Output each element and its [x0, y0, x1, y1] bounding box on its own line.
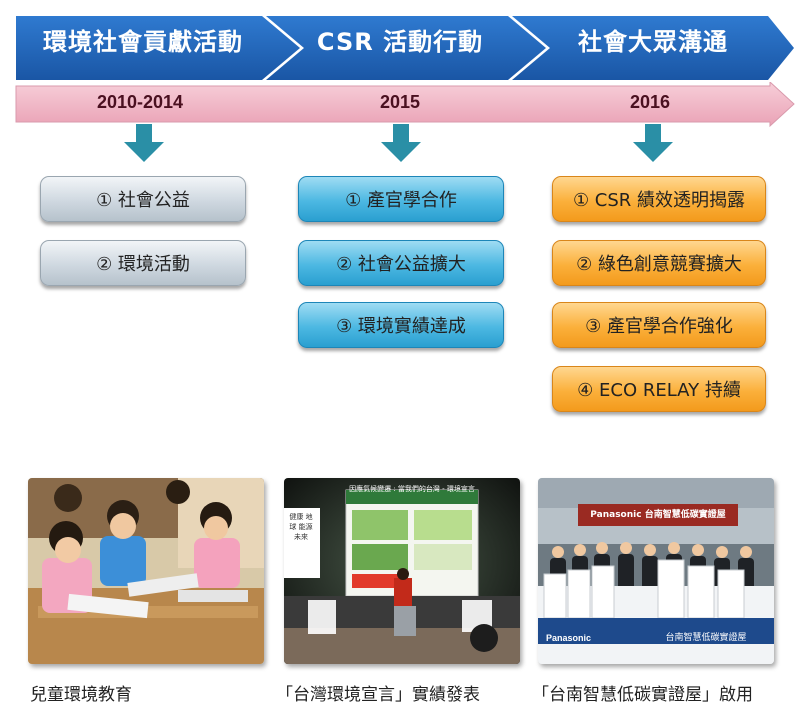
photo-children-classroom	[28, 478, 264, 664]
down-arrow-icon	[381, 124, 421, 162]
stage-chevron-2	[266, 16, 546, 80]
activity-box: ① 社會公益	[40, 176, 246, 222]
ceremony-sign: Panasonic 台南智慧低碳實證屋	[590, 510, 726, 520]
down-arrow-icon	[633, 124, 673, 162]
photo-caption-2: 「台灣環境宣言」實績發表	[276, 685, 480, 705]
year-label-2: 2015	[379, 92, 421, 112]
activity-box: ① 產官學合作	[298, 176, 504, 222]
stage-label-1: 環境社會貢獻活動	[43, 28, 243, 56]
stage-label-3: 社會大眾溝通	[578, 28, 728, 56]
board-title: 台南智慧低碳實證屋	[665, 633, 747, 643]
activity-box: ④ ECO RELAY 持續	[552, 366, 766, 412]
down-arrow-icon	[124, 124, 164, 162]
activity-box: ② 環境活動	[40, 240, 246, 286]
year-label-3: 2016	[629, 92, 671, 112]
photo-caption-1: 兒童環境教育	[30, 685, 132, 705]
activity-box: ① CSR 績效透明揭露	[552, 176, 766, 222]
stage-chevron-3	[512, 16, 794, 80]
activity-box: ③ 環境實績達成	[298, 302, 504, 348]
stage-slogan: 健康 地球 能源 未來	[289, 513, 313, 541]
photo-ribbon-ceremony	[538, 478, 774, 664]
year-label-1: 2010-2014	[96, 92, 184, 112]
activity-box: ② 社會公益擴大	[298, 240, 504, 286]
stage-label-2: CSR 活動行動	[316, 28, 484, 56]
stage-band	[16, 16, 794, 80]
board-brand: Panasonic	[546, 633, 592, 643]
activity-box: ② 綠色創意競賽擴大	[552, 240, 766, 286]
photo-caption-3: 「台南智慧低碳實證屋」啟用	[532, 685, 753, 705]
stage-chevron-1	[16, 16, 300, 80]
photo-stage-presentation	[284, 478, 520, 664]
banner-title: 因應氣候變遷 : 當我們的台灣 - 環境宣言	[349, 485, 475, 493]
timeline-arrow	[15, 82, 795, 128]
activity-box: ③ 產官學合作強化	[552, 302, 766, 348]
